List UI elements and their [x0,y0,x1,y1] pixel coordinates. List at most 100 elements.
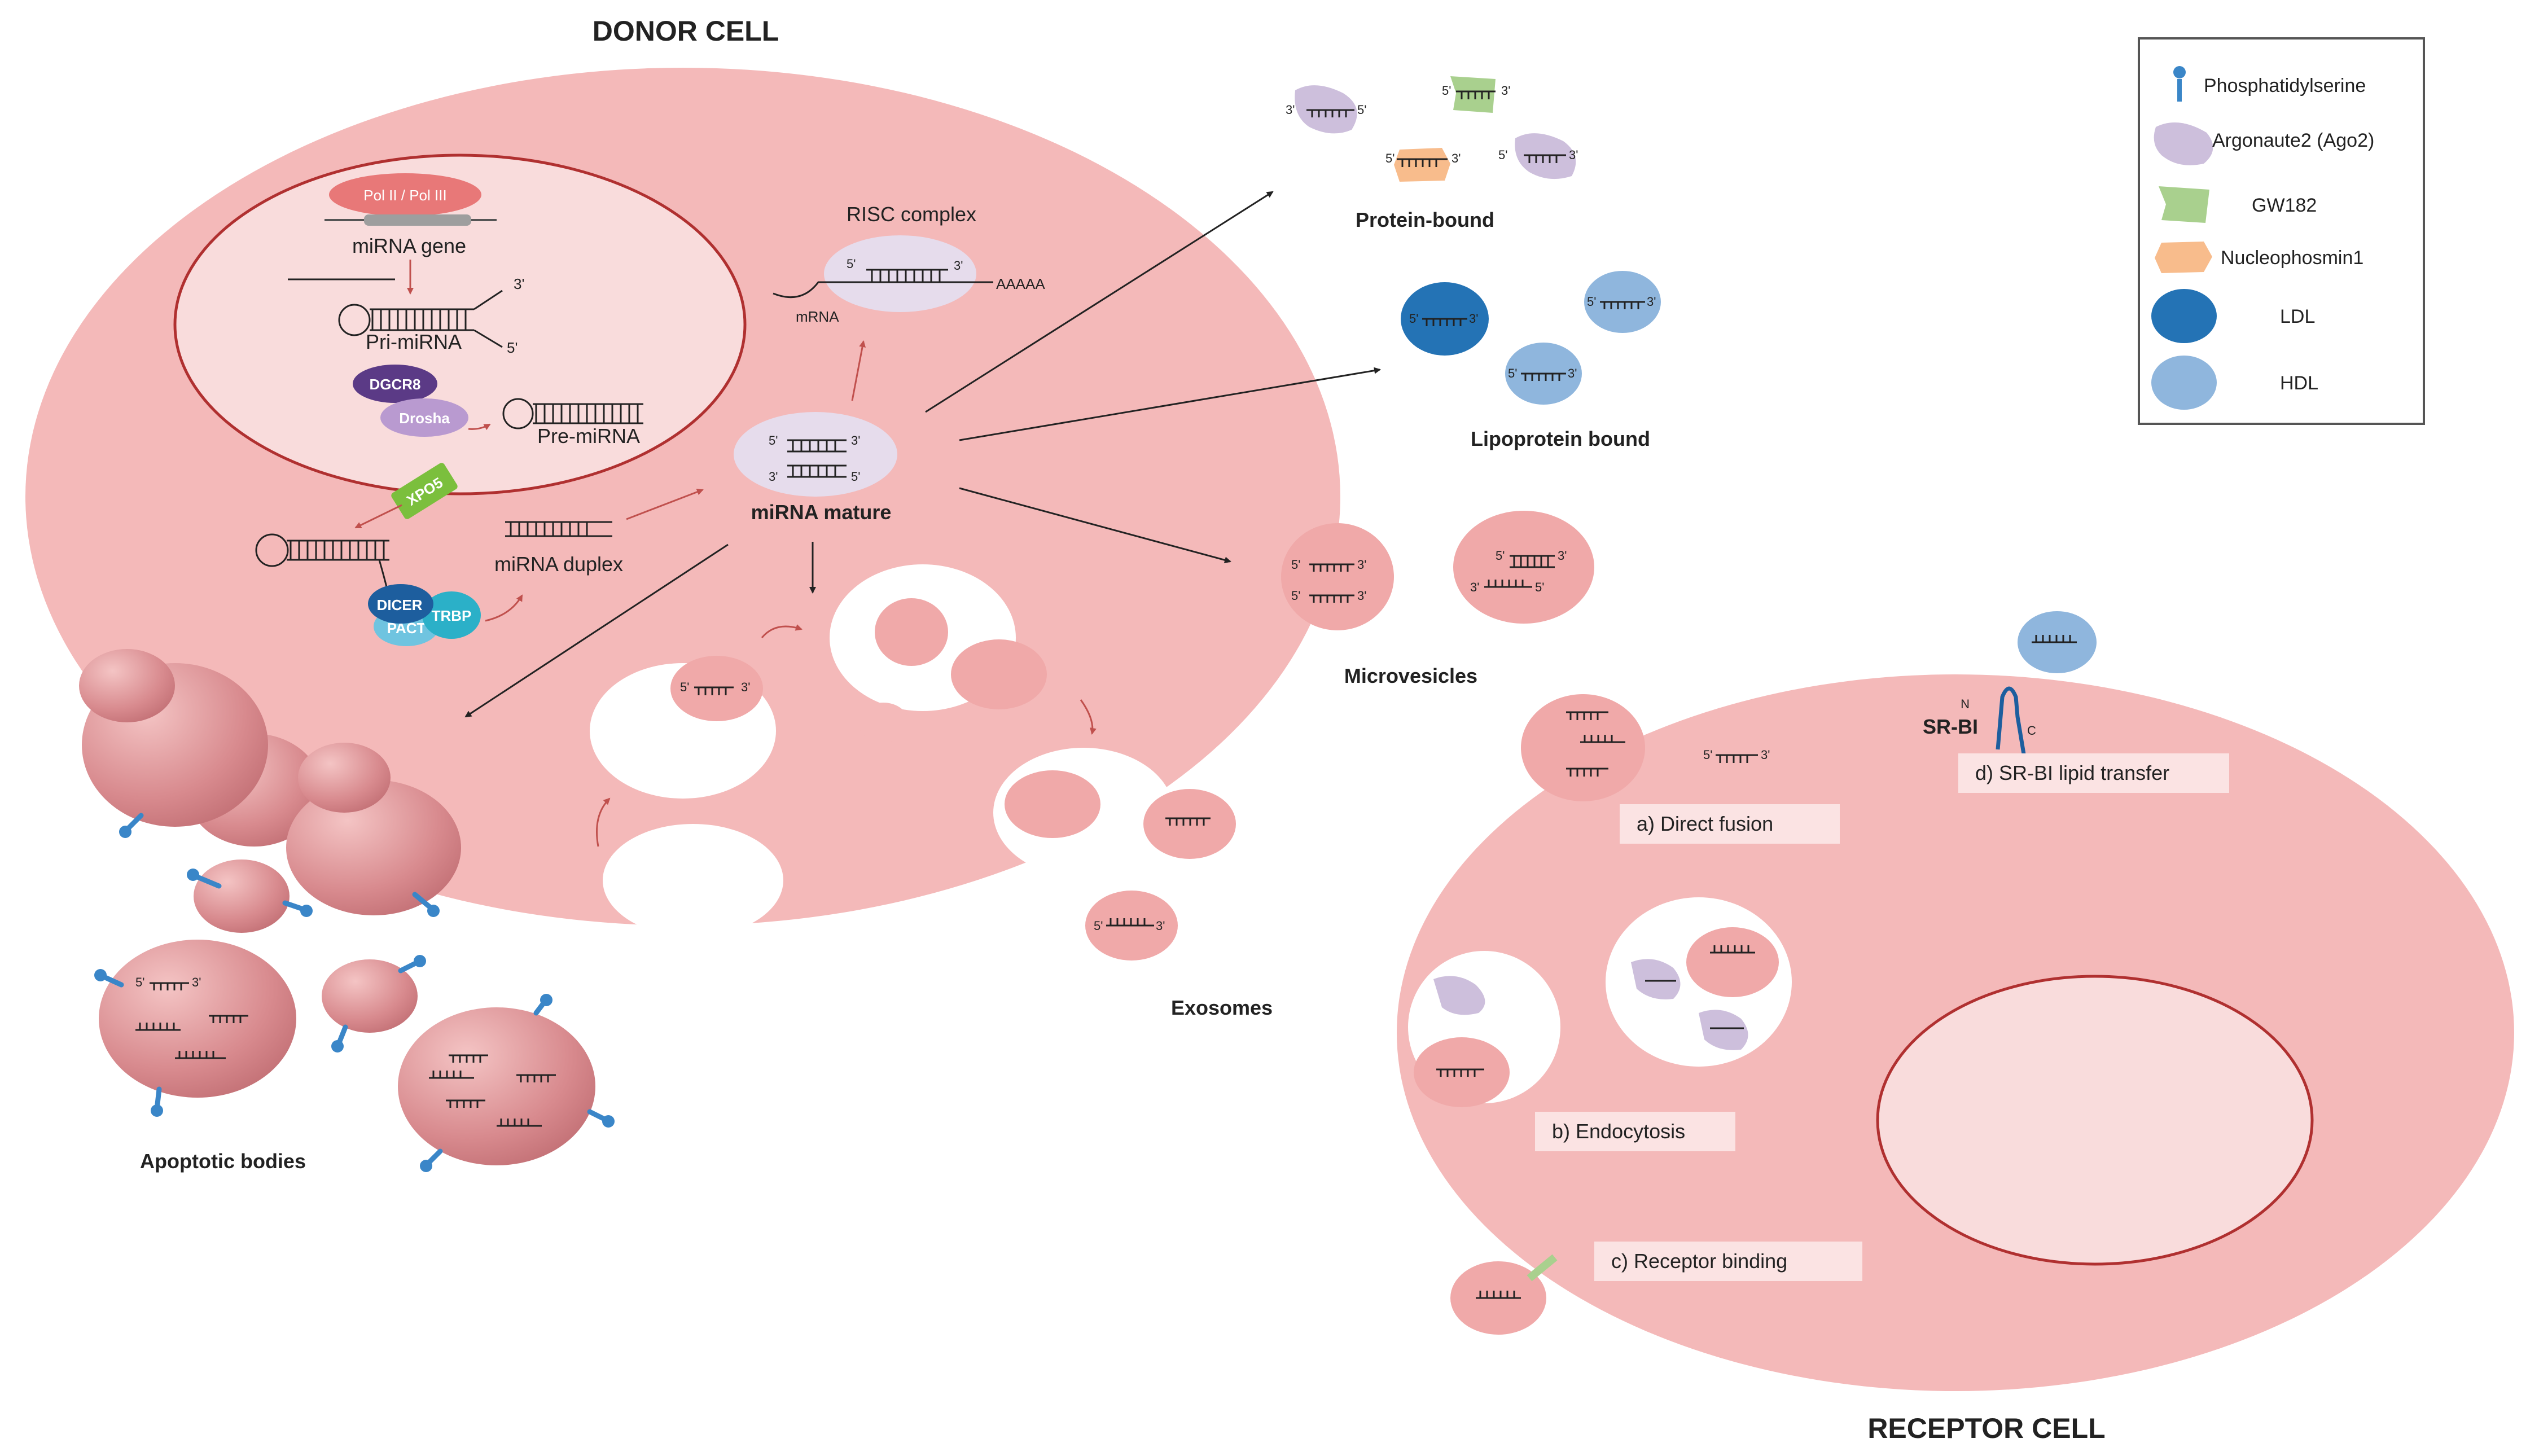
legend-label-3: Nucleophosmin1 [2221,247,2363,269]
trbp-protein [422,591,481,639]
mirna-duplex-structure [505,521,612,537]
ldl-mirna [1422,318,1467,326]
pre-mirna-structure [502,398,643,429]
mv2-3p-b: 3' [1470,580,1479,594]
protein-bound-ago2-1 [1295,85,1357,134]
mvb-budding [858,703,909,742]
lipoprotein-bound-label: Lipoprotein bound [1471,427,1650,450]
mature-5p-a: 5' [769,433,778,448]
risc-complex-label: RISC complex [847,203,976,226]
pb3-3p: 3' [1452,151,1461,165]
legend-label-1: Argonaute2 (Ago2) [2212,130,2374,151]
mv2-3p: 3' [1558,549,1567,563]
polymerase-complex: Pol II / Pol III [329,173,481,216]
mvb-vesicle-1 [875,598,948,666]
protein-bound-ago2-2 [1515,133,1576,179]
cytoplasmic-pre-mirna [255,533,389,567]
ab1-3p: 3' [192,975,201,989]
mirna-gene-label: miRNA gene [352,234,466,257]
microvesicle-2-mirna [1484,555,1555,588]
endo-3p: 3' [741,680,750,694]
dicer-protein [368,584,433,624]
mature-mirna-bubble [734,412,897,497]
receptor-binding-box [1594,1242,1862,1281]
endocytosis-label: b) Endocytosis [1552,1120,1685,1143]
pri-mirna-5prime: 5' [507,339,518,356]
endosome-receptor-mirna [1645,945,1755,1029]
endocytosis-ago2 [1433,976,1485,1015]
srbi-c-label: C [2027,723,2036,738]
mv2-5p: 5' [1496,549,1505,563]
srbi-transfer-box [1958,753,2229,793]
dgcr8-protein [353,365,437,403]
microvesicle-1 [1281,523,1394,630]
legend-label-2: GW182 [2252,195,2317,216]
srbi-label: SR-BI [1923,715,1978,738]
risc-5p: 5' [847,257,856,271]
direct-fusion-box [1620,804,1840,844]
donor-cell-title: DONOR CELL [593,15,779,47]
exosomes-label: Exosomes [1171,996,1273,1019]
endosome-ago2-2 [1699,1010,1748,1050]
apoptotic-body-1-mirna [135,982,248,1059]
donor-nucleus [173,154,747,495]
receptor-cell-title: RECEPTOR CELL [1867,1413,2105,1444]
endosome-mirna [694,686,734,695]
protein-bound-label: Protein-bound [1356,208,1494,231]
endosome-vesicle-receptor [1686,927,1779,997]
fusing-microvesicle [1521,694,1645,801]
fusion-free-5p: 5' [1703,748,1712,762]
apoptotic-blebs [79,649,595,1165]
pb1-5p: 5' [1357,103,1366,117]
protein-bound-npm1 [1394,148,1450,182]
apoptotic-body-2-mirna [429,1054,556,1127]
mirna-gene-bar [364,214,471,226]
dgcr8-label: DGCR8 [369,376,420,393]
endocytosis-mirna [1436,1068,1484,1077]
receptor-binding-label: c) Receptor binding [1611,1249,1787,1273]
polya-tail-label: AAAAA [996,275,1045,292]
exosome-mirna [1106,817,1211,927]
mv1-5p-b: 5' [1291,589,1300,603]
legend-hdl: HDL [2151,356,2318,410]
endosome-vesicle [670,656,763,721]
pb2-3p: 3' [1501,84,1510,98]
dicer-label: DICER [377,597,423,613]
drosha-protein [380,398,468,437]
microvesicle-1-mirna [1309,563,1354,603]
mv1-3p-a: 3' [1357,558,1366,572]
protein-bound-gw182 [1450,76,1496,113]
phosphatidylserine-heads [94,826,615,1172]
pb3-5p: 5' [1385,151,1395,165]
mirna-mature-label: miRNA mature [751,501,892,524]
polymerase-label: Pol II / Pol III [363,187,446,204]
risc-complex-bubble [824,235,976,312]
mature-5p-b: 5' [851,470,860,484]
hdl1-5p: 5' [1587,295,1596,309]
pb1-3p: 3' [1286,103,1295,117]
mvb-vesicle-2 [951,639,1047,709]
pb4-5p: 5' [1498,148,1507,162]
exo2-3p: 3' [1156,919,1165,933]
ab1-5p: 5' [135,975,144,989]
mirna-duplex-label: miRNA duplex [494,552,623,576]
pri-mirna-label: Pri-miRNA [366,330,462,353]
fusion-mirna [1566,711,1758,777]
mrna-label: mRNA [796,308,839,325]
legend-argonaute2: Argonaute2 (Ago2) [2154,122,2374,165]
exo2-5p: 5' [1094,919,1103,933]
srbi-receptor [1996,686,2028,768]
legend-gw182: GW182 [2159,186,2317,223]
mv1-5p-a: 5' [1291,558,1300,572]
hdl2-mirna [1521,372,1566,381]
endo-5p: 5' [680,680,689,694]
gw182-icon [2159,186,2209,223]
pri-mirna-3prime: 3' [514,275,524,292]
hdl1-mirna [1600,301,1645,309]
hdl-icon [2151,356,2217,410]
srbi-n-label: N [1961,697,1970,711]
pb4-3p: 3' [1569,148,1578,162]
ldl-5p: 5' [1409,312,1418,326]
fusion-free-3p: 3' [1761,748,1770,762]
